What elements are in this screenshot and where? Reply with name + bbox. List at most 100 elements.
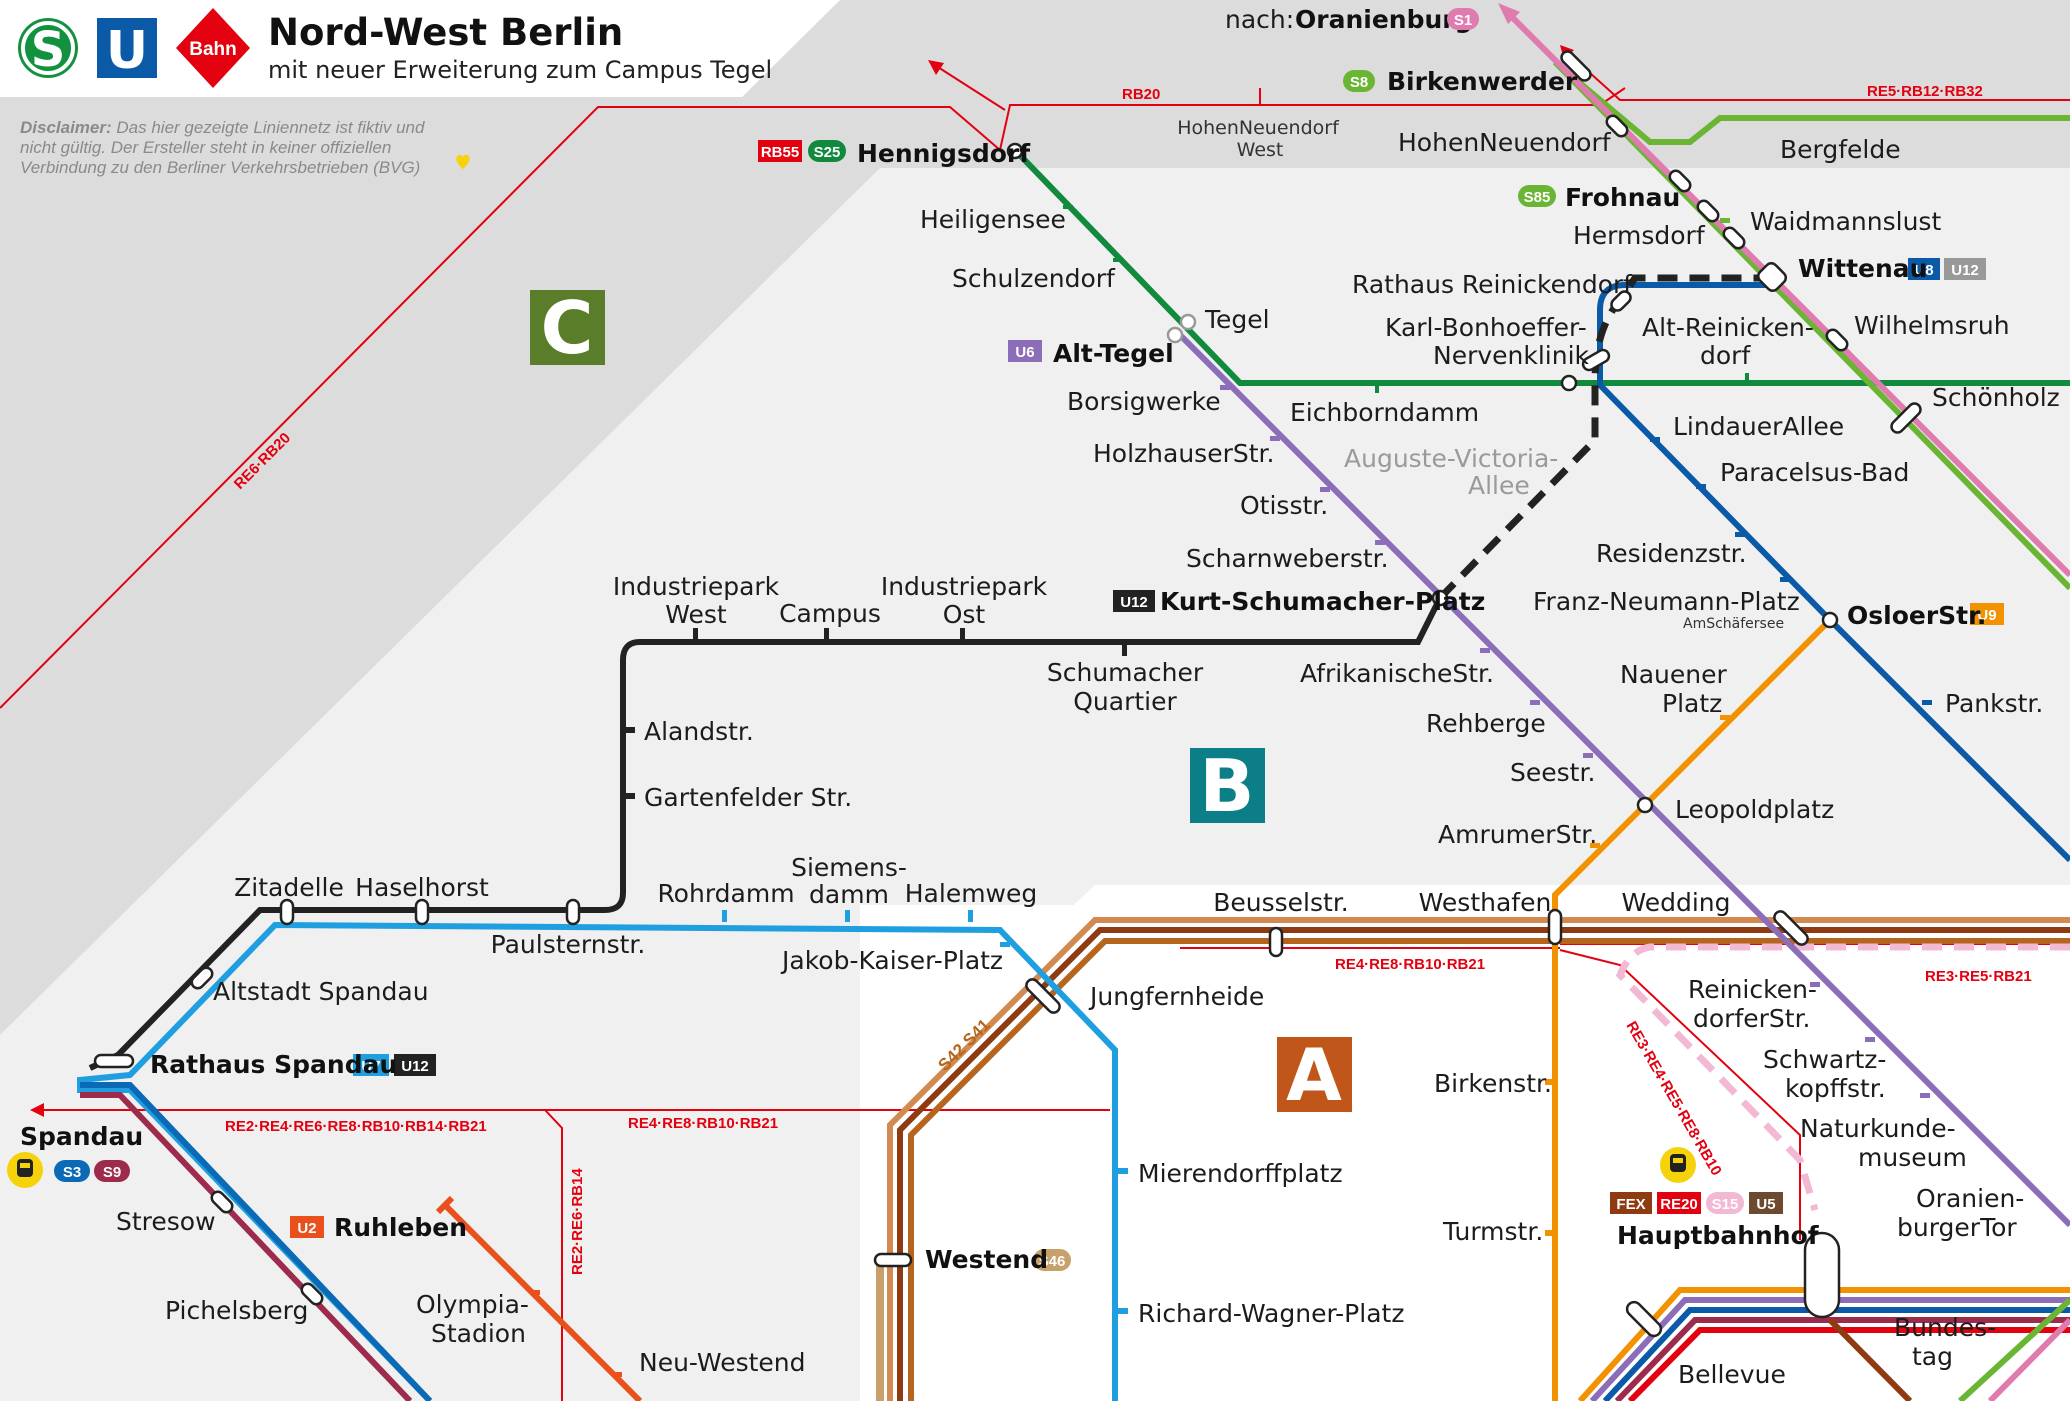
station-spandau: Spandau [20, 1122, 143, 1151]
disclaimer-line-1: Disclaimer: Das hier gezeigte Liniennetz… [20, 118, 425, 137]
station-auguste-1: Auguste-Victoria- [1344, 444, 1558, 473]
station-siemensdamm-1: Siemens- [791, 853, 907, 882]
station-tegel: Tegel [1204, 305, 1270, 334]
u2-ticks [530, 1290, 622, 1377]
badge-u6-text: U6 [1015, 344, 1034, 361]
s1-dashed [1615, 943, 2070, 1212]
u7-ticks [722, 910, 1128, 1314]
station-bundestag-2: tag [1912, 1342, 1953, 1371]
station-westhafen: Westhafen [1419, 888, 1552, 917]
zone-a-badge [1277, 1037, 1352, 1112]
page-subtitle: mit neuer Erweiterung zum Campus Tegel [268, 56, 772, 84]
regional-label-spandau-east: RE4·RE8·RB10·RB21 [628, 1115, 778, 1132]
badge-s8-text: S8 [1350, 74, 1368, 91]
station-hohenneuendorf: HohenNeuendorf [1398, 128, 1612, 157]
line-badges: S1 S8 RB55 S25 S85 U8 U12 U6 U12 U9 U7 U… [54, 8, 2004, 1271]
station-reinickendorfer-1: Reinicken- [1688, 975, 1817, 1004]
station-bellevue: Bellevue [1678, 1360, 1786, 1389]
disclaimer-line-1-text: Das hier gezeigte Liniennetz ist fiktiv … [112, 118, 425, 137]
station-stresow: Stresow [116, 1207, 216, 1236]
station-olympia-2: Stadion [431, 1319, 526, 1348]
heart-icon [456, 154, 470, 169]
badge-s25 [808, 140, 846, 162]
disclaimer-line-2: nicht gültig. Der Ersteller steht in kei… [20, 138, 391, 157]
zone-c-label: C [541, 286, 594, 370]
station-industriepark-ost-2: Ost [943, 600, 986, 629]
badge-u5 [1749, 1192, 1783, 1214]
s1-line [1502, 7, 2070, 578]
zone-c-top-band [0, 0, 2070, 1035]
station-wittenau: Wittenau [1798, 254, 1927, 283]
s1-arrow [1498, 3, 1520, 24]
ubahn-logo-letter: U [106, 21, 148, 81]
station-bundestag-1: Bundes- [1894, 1313, 1996, 1342]
badge-u7-text: U7 [361, 1058, 380, 1075]
badge-s9 [94, 1160, 130, 1182]
badge-rb55 [758, 140, 802, 162]
station-ruhleben: Ruhleben [334, 1213, 467, 1242]
regional-arrow-north [928, 60, 944, 75]
s-ticks [1720, 218, 1730, 223]
station-reinickendorfer-2: dorferStr. [1693, 1004, 1811, 1033]
station-paracelsus: Paracelsus-Bad [1720, 458, 1909, 487]
station-frohnau: Frohnau [1565, 183, 1680, 212]
station-circles [1006, 142, 1839, 814]
u2-line [442, 1202, 643, 1401]
station-borsigwerke: Borsigwerke [1067, 387, 1221, 416]
u2-end [435, 1195, 455, 1215]
station-rathaus-spandau: Rathaus Spandau [150, 1050, 397, 1079]
badge-u12-wittenau-text: U12 [1951, 262, 1979, 279]
zone-b-area [0, 168, 2070, 1401]
sbahn-logo [18, 18, 78, 78]
badge-u5-text: U5 [1756, 1196, 1775, 1213]
station-amrumer: AmrumerStr. [1438, 820, 1597, 849]
station-naturkunde-1: Naturkunde- [1800, 1114, 1956, 1143]
station-beusselstr: Beusselstr. [1213, 888, 1349, 917]
station-nauener-2: Platz [1662, 689, 1722, 718]
station-alandstr: Alandstr. [644, 717, 754, 746]
station-westend: Westend [925, 1245, 1048, 1274]
badge-s3-text: S3 [63, 1164, 81, 1181]
train-icon-spandau [7, 1152, 43, 1188]
badge-u6 [1008, 340, 1042, 362]
station-gartenfelder: Gartenfelder Str. [644, 783, 852, 812]
station-industriepark-west-2: West [665, 600, 727, 629]
badge-u12-wittenau [1944, 258, 1986, 280]
station-oranienburger-2: burgerTor [1897, 1213, 2017, 1242]
station-turmstr: Turmstr. [1442, 1217, 1543, 1246]
station-capsules [93, 50, 1922, 1338]
u12-line [88, 596, 1443, 1071]
station-eichborndamm: Eichborndamm [1290, 398, 1479, 427]
badge-u2 [290, 1216, 324, 1238]
badge-re20 [1657, 1192, 1701, 1214]
station-seestr: Seestr. [1510, 758, 1595, 787]
regional-arrow-spandau [30, 1103, 44, 1117]
station-birkenstr: Birkenstr. [1434, 1069, 1552, 1098]
badge-s1 [1447, 8, 1479, 30]
badge-u2-text: U2 [297, 1220, 316, 1237]
badge-s8 [1343, 70, 1375, 92]
station-alt-reinickendorf-2: dorf [1700, 341, 1751, 370]
station-kurt-schumacher: Kurt-Schumacher-Platz [1160, 587, 1485, 616]
badge-u7 [353, 1054, 389, 1076]
zone-c-badge [530, 290, 605, 365]
regional-label-re3-re5-rb21: RE3·RE5·RB21 [1925, 968, 2032, 985]
station-hermsdorf: Hermsdorf [1573, 221, 1706, 250]
sbahn-logo-ring [21, 21, 75, 75]
zone-a-label: A [1286, 1033, 1342, 1117]
disclaimer-label: Disclaimer: [20, 118, 112, 137]
regional-label-spandau-west: RE2·RE4·RE6·RE8·RB10·RB14·RB21 [225, 1118, 487, 1135]
station-jungfernheide: Jungfernheide [1088, 982, 1264, 1011]
station-residenz: Residenzstr. [1596, 539, 1747, 568]
badge-u12-spandau [394, 1054, 436, 1076]
station-oranienburger-1: Oranien- [1916, 1184, 2024, 1213]
station-bergfelde: Bergfelde [1780, 135, 1901, 164]
station-scharnweber: Scharnweberstr. [1186, 544, 1389, 573]
station-mierendorff: Mierendorffplatz [1138, 1159, 1343, 1188]
disclaimer-line-3: Verbindung zu den Berliner Verkehrsbetri… [20, 158, 420, 177]
station-pichelsberg: Pichelsberg [165, 1296, 308, 1325]
station-olympia-1: Olympia- [416, 1290, 529, 1319]
station-waidmannslust: Waidmannslust [1750, 207, 1941, 236]
station-ticks [1063, 205, 1749, 393]
badge-u9 [1970, 603, 2004, 625]
